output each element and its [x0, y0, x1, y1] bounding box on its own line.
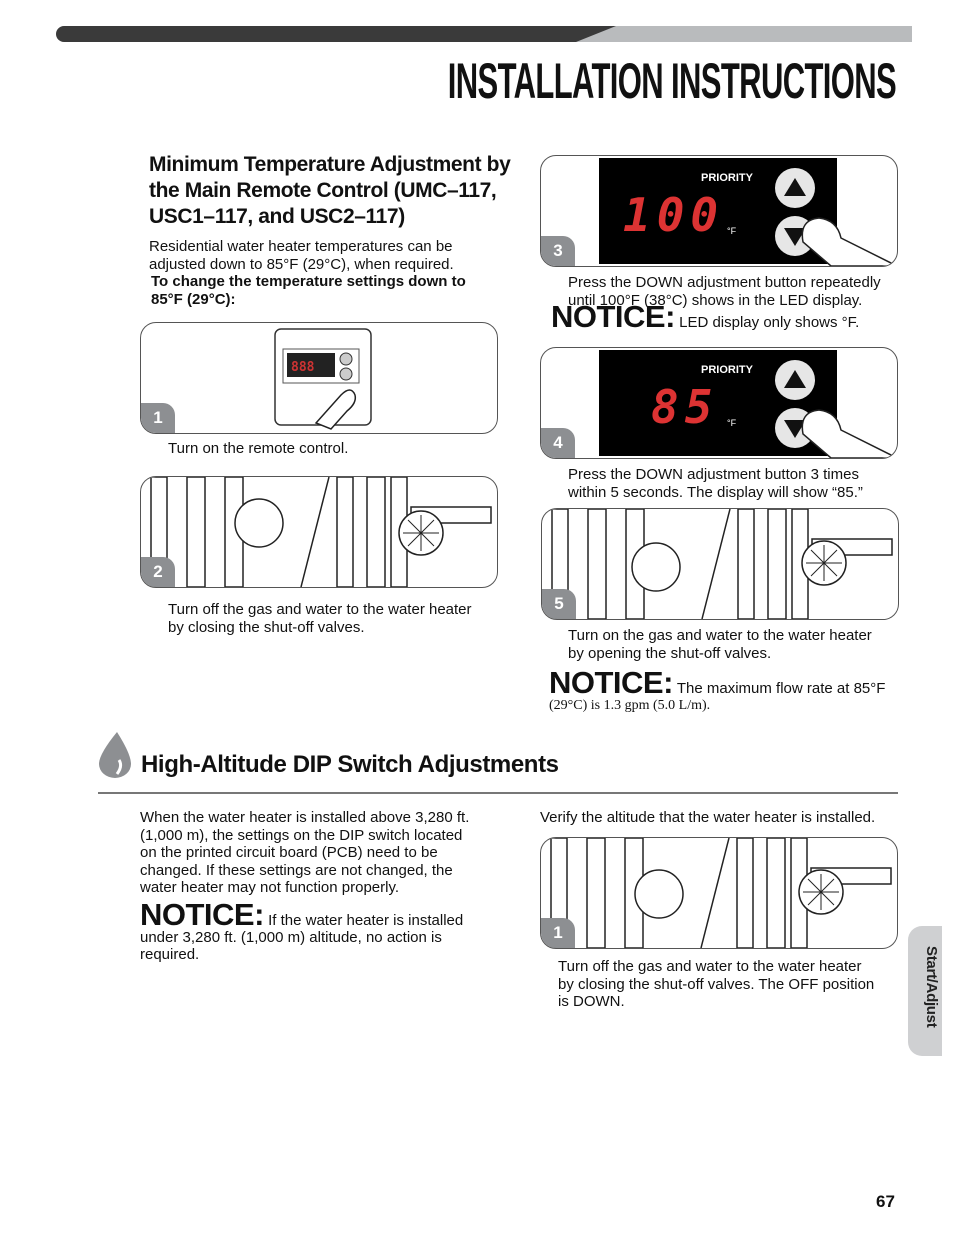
lcd-unit: °F [727, 226, 737, 236]
step-2-panel: 2 [140, 476, 498, 588]
lcd-unit: °F [727, 418, 737, 428]
notice-flow-rate: NOTICE: The maximum flow rate at 85°F (2… [549, 665, 886, 713]
step-1-text: Turn on the remote control. [168, 440, 349, 457]
up-button[interactable] [775, 168, 815, 208]
step-badge: 5 [542, 589, 576, 619]
step-2-text: Turn off the gas and water to the water … [168, 601, 472, 636]
notice-led: NOTICE: LED display only shows °F. [551, 299, 860, 334]
lcd-digits: 85 [651, 380, 719, 434]
section-divider [98, 792, 898, 794]
triangle-down-icon [784, 420, 806, 438]
shutoff-valves-illustration [551, 509, 893, 619]
lcd-display: PRIORITY 85 °F [599, 350, 837, 456]
altitude-step-1-text: Turn off the gas and water to the water … [558, 958, 875, 1010]
priority-label: PRIORITY [701, 172, 753, 184]
shutoff-valves-illustration [550, 838, 892, 948]
priority-label: PRIORITY [701, 364, 753, 376]
step-badge: 2 [141, 557, 175, 587]
finger-illustration [801, 217, 897, 266]
side-tab: Start/Adjust [908, 926, 942, 1056]
triangle-up-icon [784, 178, 806, 196]
svg-text:888: 888 [291, 360, 315, 375]
lcd-digits: 100 [623, 188, 725, 242]
shutoff-valves-illustration [150, 477, 492, 587]
finger-illustration [801, 409, 897, 458]
high-altitude-paragraph: When the water heater is installed above… [140, 809, 470, 896]
min-temp-intro: Residential water heater temperatures ca… [149, 238, 454, 273]
min-temp-instruction: To change the temperature settings down … [151, 273, 466, 308]
min-temp-title: Minimum Temperature Adjustment by the Ma… [149, 153, 511, 228]
step-badge: 3 [541, 236, 575, 266]
step-badge: 1 [541, 918, 575, 948]
triangle-down-icon [784, 228, 806, 246]
step-3-panel: PRIORITY 100 °F 3 [540, 155, 898, 267]
step-4-text: Press the DOWN adjustment button 3 times… [568, 466, 863, 501]
page-title: INSTALLATION INSTRUCTIONS [447, 53, 897, 109]
step-4-panel: PRIORITY 85 °F 4 [540, 347, 898, 459]
up-button[interactable] [775, 360, 815, 400]
triangle-up-icon [784, 370, 806, 388]
remote-control-illustration: 888 [274, 328, 372, 430]
step-badge: 1 [141, 403, 175, 433]
step-3-text: Press the DOWN adjustment button repeate… [568, 274, 881, 309]
verify-altitude-text: Verify the altitude that the water heate… [540, 809, 876, 826]
step-badge: 4 [541, 428, 575, 458]
step-5-text: Turn on the gas and water to the water h… [568, 627, 872, 662]
high-altitude-title: High-Altitude DIP Switch Adjustments [141, 751, 559, 778]
side-tab-label: Start/Adjust [923, 946, 940, 1028]
page-number: 67 [876, 1192, 895, 1211]
step-5-panel: 5 [541, 508, 899, 620]
lcd-display: PRIORITY 100 °F [599, 158, 837, 264]
water-drop-icon [99, 732, 131, 778]
altitude-step-1-panel: 1 [540, 837, 898, 949]
header-bar [56, 26, 912, 42]
notice-altitude: NOTICE: If the water heater is installed… [140, 897, 464, 963]
step-1-panel: 888 1 [140, 322, 498, 434]
